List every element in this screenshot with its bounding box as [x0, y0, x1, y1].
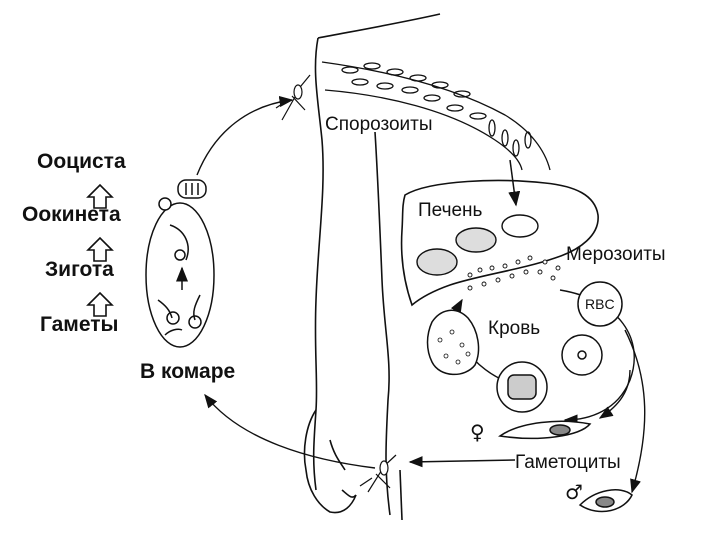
- blood-label: Кровь: [488, 318, 541, 339]
- stage-zygote-label: Зигота: [45, 258, 114, 281]
- liver-schizonts: [416, 214, 539, 276]
- to-female-gametocyte-arrow: [598, 369, 631, 419]
- male-symbol: ♂: [565, 480, 583, 504]
- stage-gametes-label: Гаметы: [40, 313, 119, 336]
- mosquito-bottom: [359, 454, 397, 493]
- ruptured-cell-dots: [437, 329, 471, 365]
- sporozoite-cluster: [321, 61, 551, 171]
- in-mosquito-label: В комаре: [140, 360, 236, 383]
- sporozoite-to-liver-arrow: [508, 159, 521, 207]
- rbc-label: RBC: [585, 296, 615, 312]
- liver-outline: [400, 179, 599, 307]
- rbc-to-gametocyte-arrow: [624, 329, 646, 494]
- sporozoites-label: Спорозоиты: [325, 114, 433, 135]
- stage-arrows: [86, 183, 114, 317]
- mosquito-to-bite-arrow: [196, 95, 294, 176]
- bite-to-mosquito-stage-arrow: [204, 393, 376, 469]
- merozoites-label: Мерозоиты: [566, 244, 666, 265]
- merozoite-dots: [467, 255, 561, 291]
- gametocytes-label: Гаметоциты: [515, 452, 621, 473]
- gametocytes-to-mosquito-arrow: [408, 456, 516, 468]
- human-arm-outline: [303, 13, 441, 521]
- stage-oocyst-label: Ооциста: [37, 150, 126, 173]
- stage-ookinete-label: Оокинета: [22, 203, 121, 226]
- gametocytes-drawing: [498, 420, 633, 513]
- liver-label: Печень: [418, 200, 483, 221]
- female-symbol: ♀: [470, 420, 485, 444]
- mosquito-gut-oval: [145, 179, 215, 348]
- red-blood-cells: [426, 281, 623, 413]
- mosquito-top: [275, 74, 311, 121]
